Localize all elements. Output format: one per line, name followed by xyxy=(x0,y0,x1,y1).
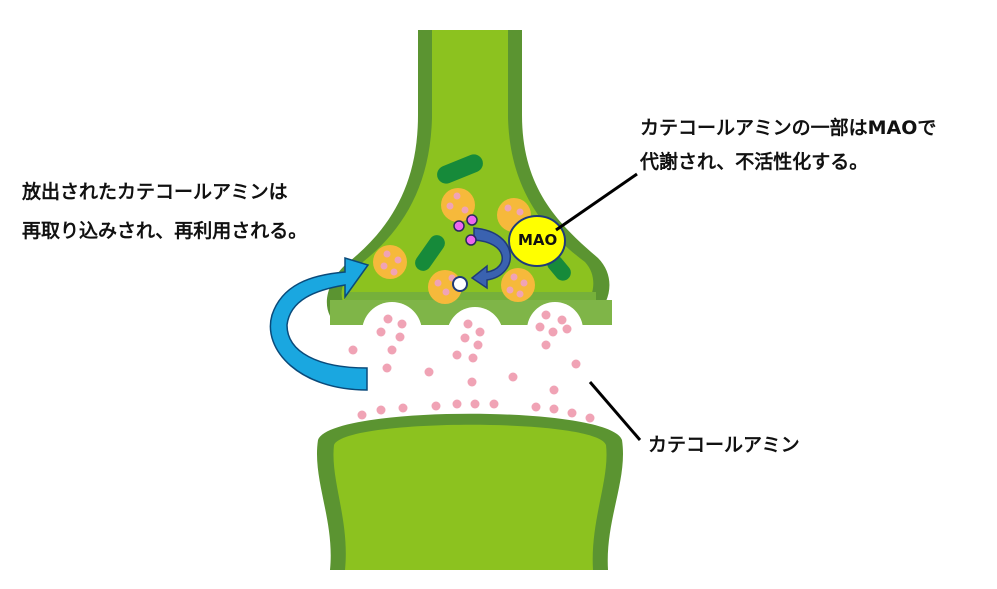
mao-enzyme-label: MAO xyxy=(518,231,558,249)
catecholamine-molecules xyxy=(348,310,595,423)
reuptake-label-line1: 放出されたカテコールアミンは xyxy=(22,181,288,203)
vesicle-contents xyxy=(380,192,528,298)
postsynaptic-neuron xyxy=(316,413,624,570)
mao-label-line1: カテコールアミンの一部はMAOで xyxy=(640,117,937,139)
mao-metabolism-arrow xyxy=(470,227,511,290)
mao-label-line2: 代謝され、不活性化する。 xyxy=(640,151,869,173)
catecholamine-leader-line xyxy=(588,381,642,441)
metabolites xyxy=(453,214,478,246)
inactivated-molecule xyxy=(452,276,468,292)
vesicles xyxy=(373,188,535,304)
catecholamine-label: カテコールアミン xyxy=(648,434,800,456)
reuptake-label-line2: 再取り込みされ、再利用される。 xyxy=(22,220,308,242)
mao-leader-line xyxy=(555,172,638,232)
reuptake-arrow xyxy=(269,256,370,391)
mao-enzyme xyxy=(508,215,566,267)
